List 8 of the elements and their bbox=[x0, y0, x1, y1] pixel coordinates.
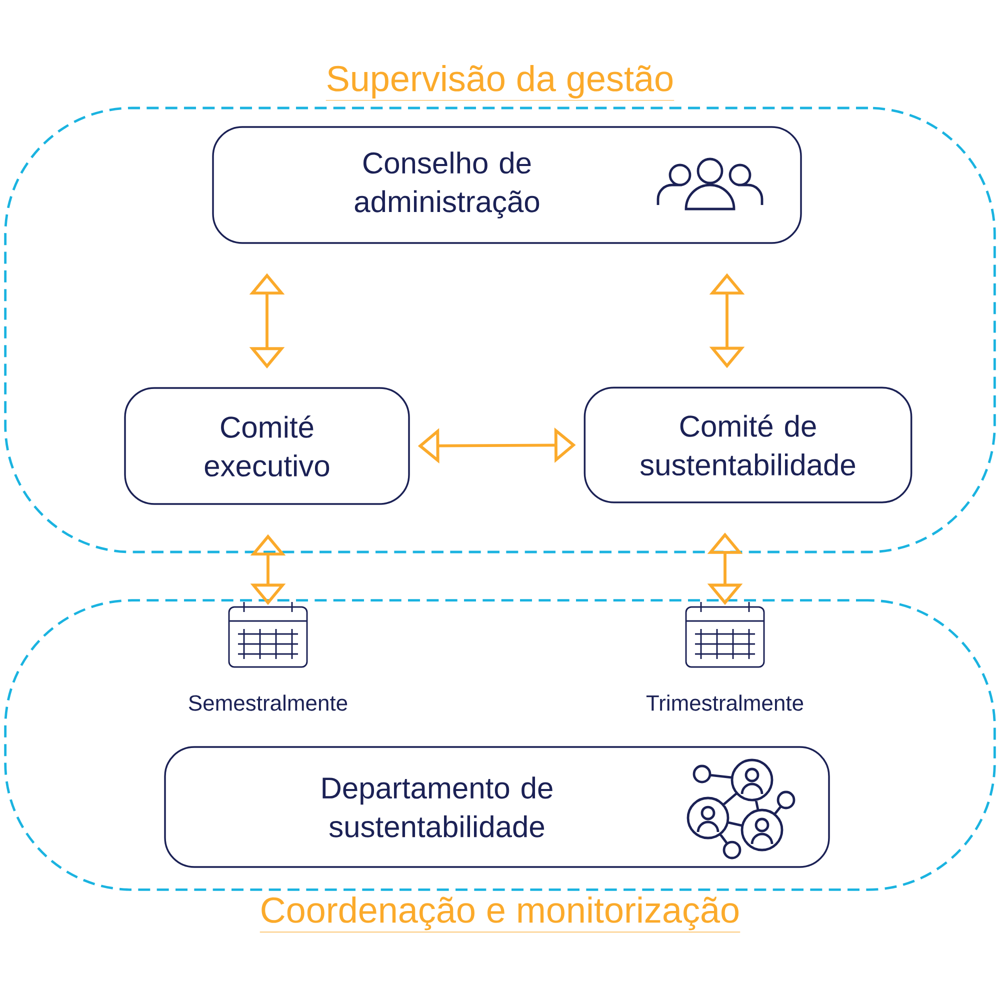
rounded-box: Conselho de administração bbox=[212, 126, 802, 244]
rounded-box: Comité de sustentabilidade bbox=[584, 386, 912, 504]
node-label: Supervisão da gestão bbox=[328, 64, 673, 99]
rounded-box: Comité executivo bbox=[124, 387, 410, 505]
rounded-box: Departamento de sustentabilidade bbox=[164, 746, 830, 868]
node-label: Coordenação e monitorização bbox=[262, 896, 739, 930]
frequency-label: Trimestralmente bbox=[646, 694, 804, 711]
frequency-label: Semestralmente bbox=[188, 694, 348, 711]
